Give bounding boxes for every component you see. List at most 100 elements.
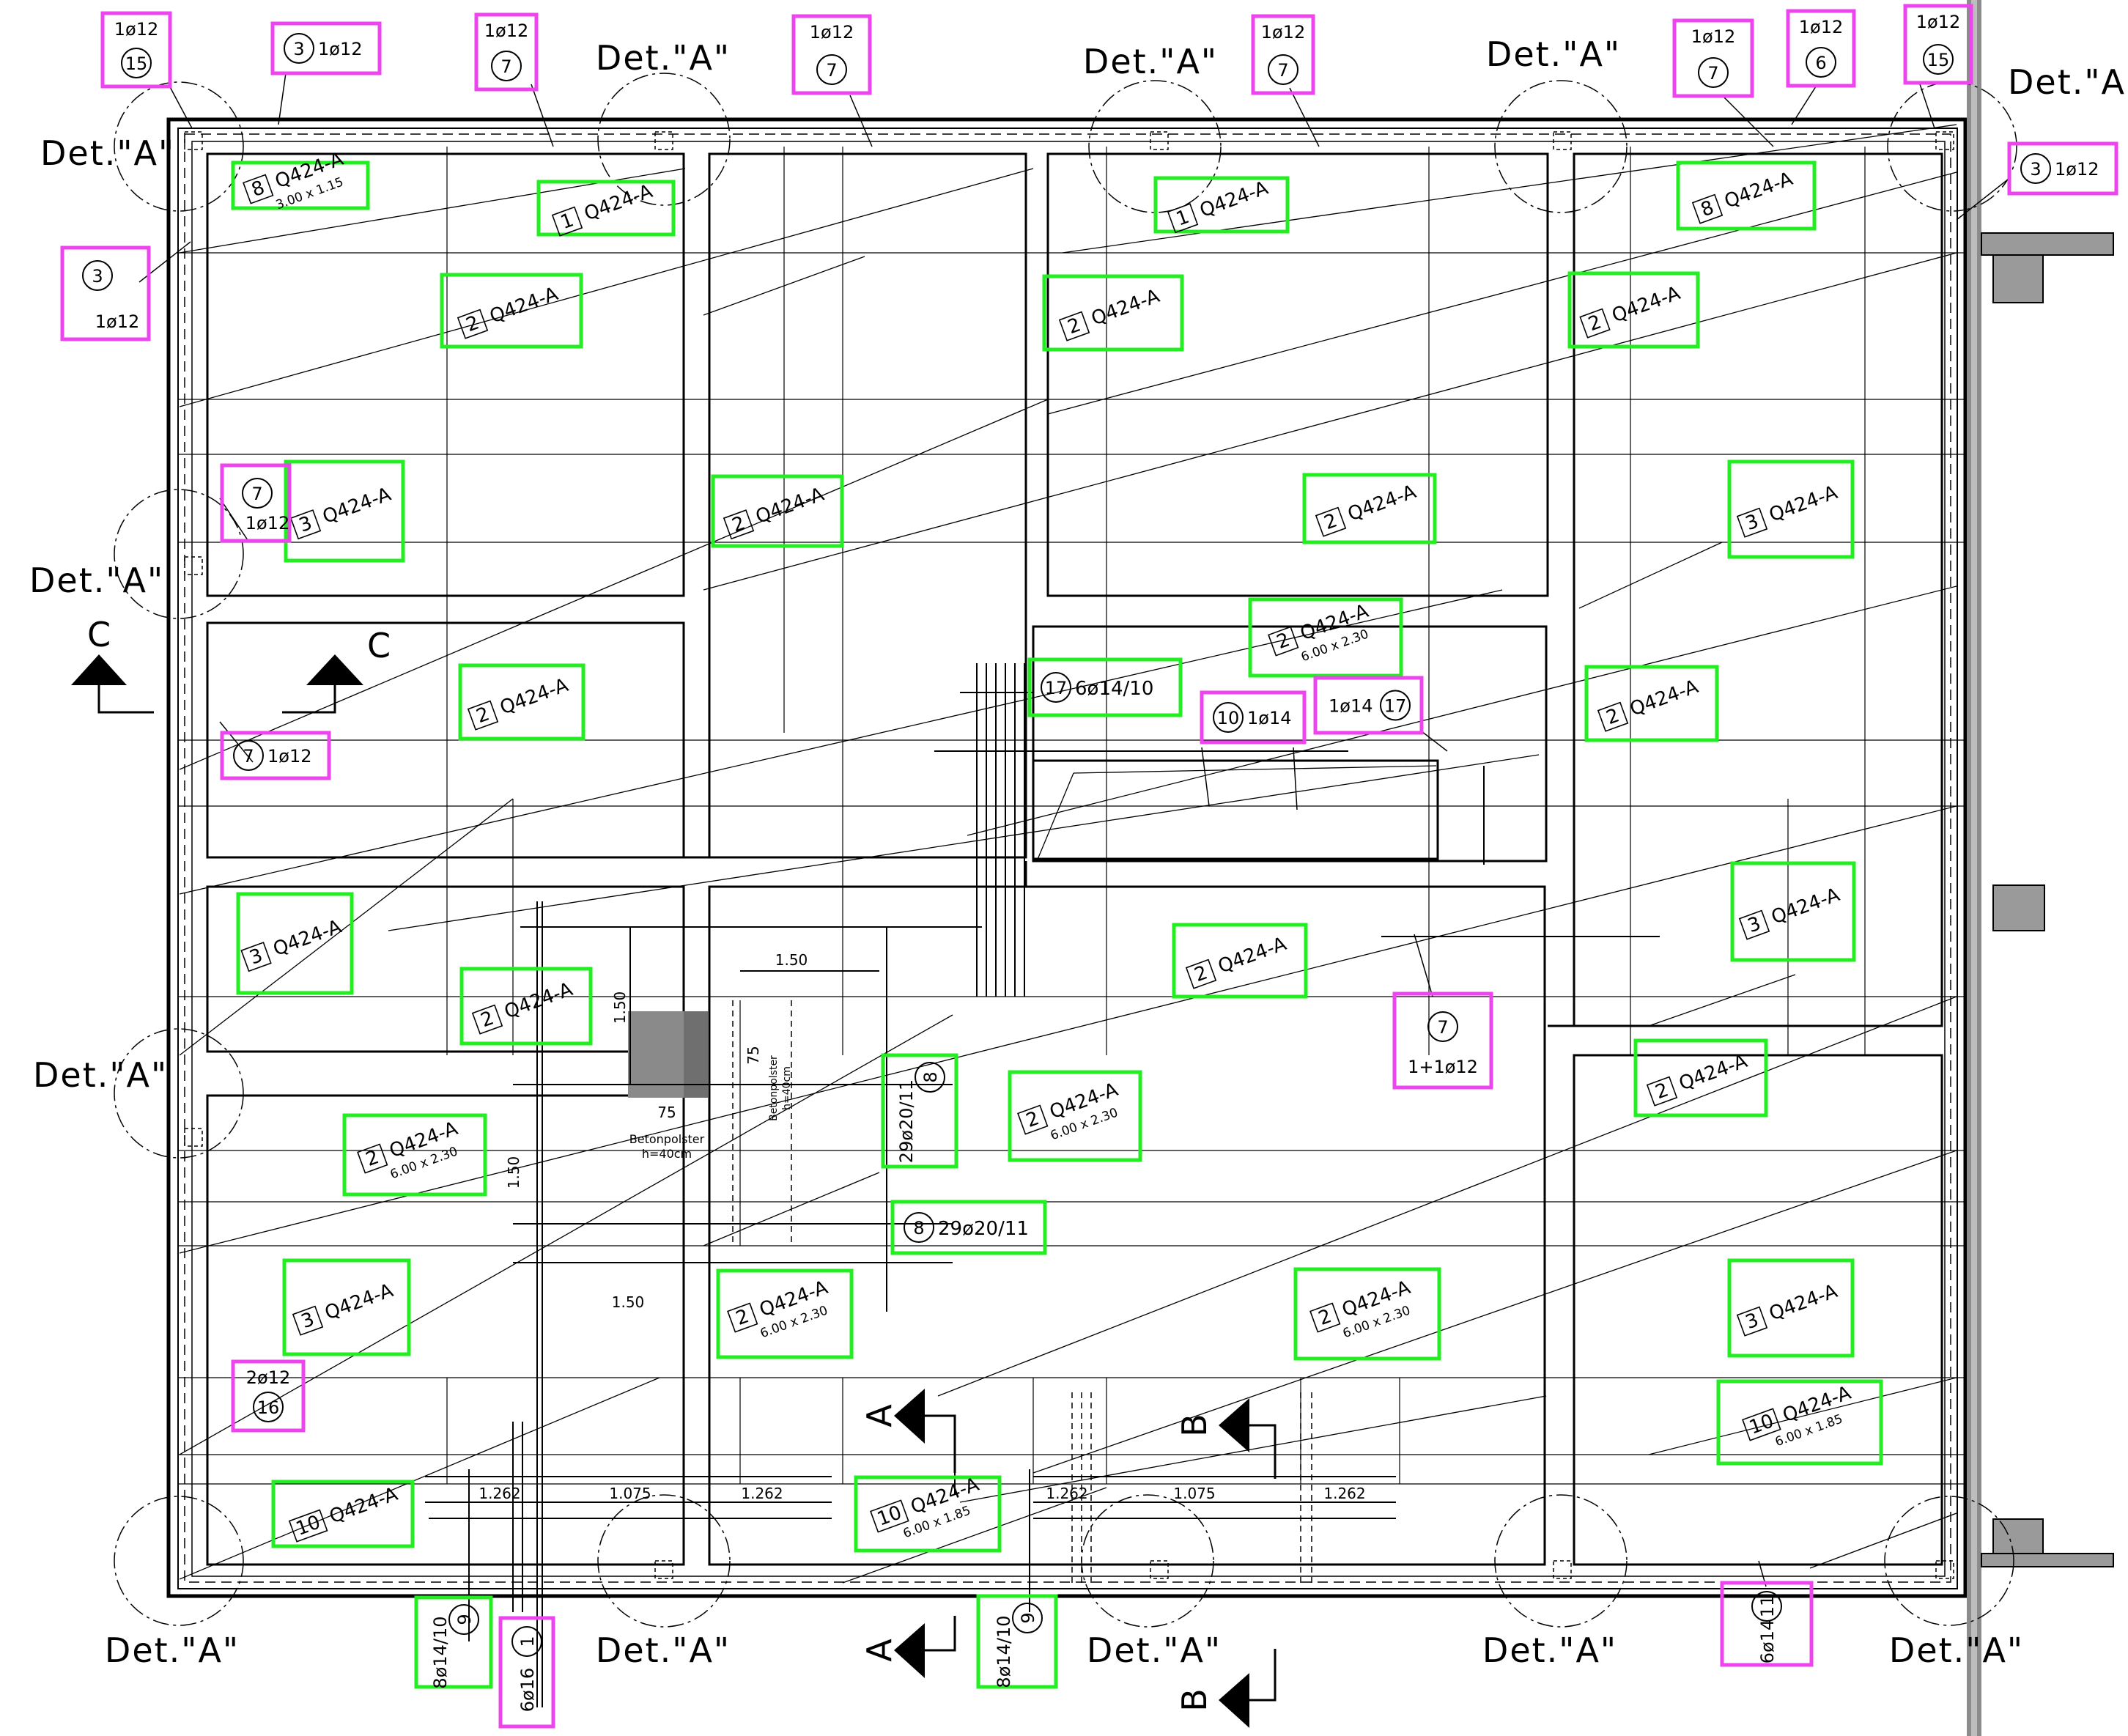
detail-labels: Det."A" Det."A" Det."A" Det."A" Det."A" … bbox=[29, 34, 2128, 1670]
mesh-number: 2 bbox=[1065, 314, 1084, 339]
dim-1-262-c: 1.262 bbox=[1046, 1485, 1087, 1502]
bar-text: 29ø20/11 bbox=[938, 1218, 1029, 1240]
bar-number: 7 bbox=[243, 746, 254, 767]
mesh-type: Q424-A bbox=[1215, 933, 1289, 978]
bar-number: 6 bbox=[1815, 53, 1826, 73]
mesh-type: Q424-A bbox=[1088, 285, 1162, 330]
bar-text: 1ø12 bbox=[810, 22, 854, 43]
mesh-number: 1 bbox=[558, 209, 577, 234]
mesh-number: 3 bbox=[1745, 912, 1764, 937]
mesh-number: 2 bbox=[1023, 1107, 1042, 1132]
bar-text: 1ø12 bbox=[1691, 26, 1736, 47]
mesh-number: 10 bbox=[1746, 1410, 1776, 1439]
mesh-number: 3 bbox=[1743, 1309, 1762, 1334]
dim-1-075-b: 1.075 bbox=[1173, 1485, 1215, 1502]
det-label: Det."A" bbox=[33, 1055, 168, 1095]
bar-text: 8ø14/10 bbox=[994, 1615, 1014, 1688]
mesh-number: 2 bbox=[1603, 704, 1622, 729]
det-label: Det."A" bbox=[2008, 62, 2128, 102]
bar-text: 1ø12 bbox=[318, 39, 363, 59]
mesh-number: 3 bbox=[298, 1308, 317, 1333]
mesh-type: Q424-A bbox=[319, 484, 394, 528]
mesh-number: 2 bbox=[1315, 1305, 1334, 1330]
det-label: Det."A" bbox=[1482, 1630, 1617, 1670]
inner-walls bbox=[206, 152, 1943, 1566]
bar-number: 16 bbox=[257, 1397, 280, 1418]
bar-number: 7 bbox=[251, 484, 262, 504]
svg-text:C: C bbox=[87, 615, 111, 654]
svg-text:C: C bbox=[367, 626, 391, 665]
mesh-number: 2 bbox=[478, 1007, 497, 1032]
mesh-type: Q424-A bbox=[753, 484, 827, 528]
dim-1-50-lower: 1.50 bbox=[612, 1293, 645, 1311]
det-label: Det."A" bbox=[596, 38, 731, 78]
mesh-number: 8 bbox=[248, 177, 267, 202]
bar-text: 1+1ø12 bbox=[1408, 1057, 1478, 1077]
bar-number: 7 bbox=[826, 60, 837, 81]
det-label: Det."A" bbox=[40, 133, 175, 173]
svg-text:B: B bbox=[1175, 1414, 1214, 1437]
mesh-type: Q424-A bbox=[1768, 884, 1842, 928]
bar-number: 11 bbox=[1757, 1595, 1778, 1618]
mesh-number: 2 bbox=[1321, 509, 1340, 534]
mesh-type: Q424-A bbox=[270, 916, 344, 961]
bar-number: 7 bbox=[1707, 63, 1718, 84]
mesh-type: Q424-A bbox=[1676, 1050, 1750, 1095]
mesh-type: Q424-A bbox=[322, 1279, 396, 1324]
bar-number: 10 bbox=[1217, 708, 1240, 728]
mesh-diagonals bbox=[179, 124, 1957, 1584]
column-marks bbox=[184, 131, 1954, 1579]
det-label: Det."A" bbox=[1889, 1630, 2024, 1670]
mesh-number: 2 bbox=[1274, 629, 1293, 654]
dim-1-262-b: 1.262 bbox=[741, 1485, 783, 1502]
section-a-top: A bbox=[860, 1389, 956, 1473]
mesh-type: Q424-A bbox=[1609, 282, 1683, 327]
bar-text: 1ø12 bbox=[484, 21, 529, 41]
dim-1-50-left: 1.50 bbox=[611, 991, 629, 1024]
mesh-number: 10 bbox=[874, 1502, 904, 1531]
concrete-cushion bbox=[628, 1011, 709, 1098]
svg-text:B: B bbox=[1175, 1688, 1214, 1712]
bar-callout: 71+1ø12 bbox=[1392, 991, 1493, 1090]
bar-text: 1ø12 bbox=[114, 19, 159, 40]
bar-number: 3 bbox=[293, 39, 304, 59]
svg-text:A: A bbox=[860, 1639, 899, 1662]
bar-text: 1ø14 bbox=[1329, 696, 1373, 717]
mesh-number: 8 bbox=[1698, 196, 1717, 221]
cushion-note-vertical: Betonpolster bbox=[768, 1055, 780, 1121]
section-b-top: B bbox=[1175, 1398, 1277, 1479]
mesh-number: 2 bbox=[1586, 311, 1605, 336]
mesh-type: Q424-A bbox=[327, 1483, 401, 1528]
mesh-type: Q424-A bbox=[1197, 177, 1271, 222]
bar-number: 3 bbox=[92, 266, 103, 287]
bar-number: 7 bbox=[500, 56, 511, 77]
dimensions: 1.50 1.50 1.50 1.50 75 75 1.262 1.075 1.… bbox=[479, 951, 1365, 1502]
bar-number: 9 bbox=[454, 1614, 475, 1625]
mesh-number: 2 bbox=[729, 512, 748, 537]
mesh-number: 2 bbox=[463, 311, 482, 336]
